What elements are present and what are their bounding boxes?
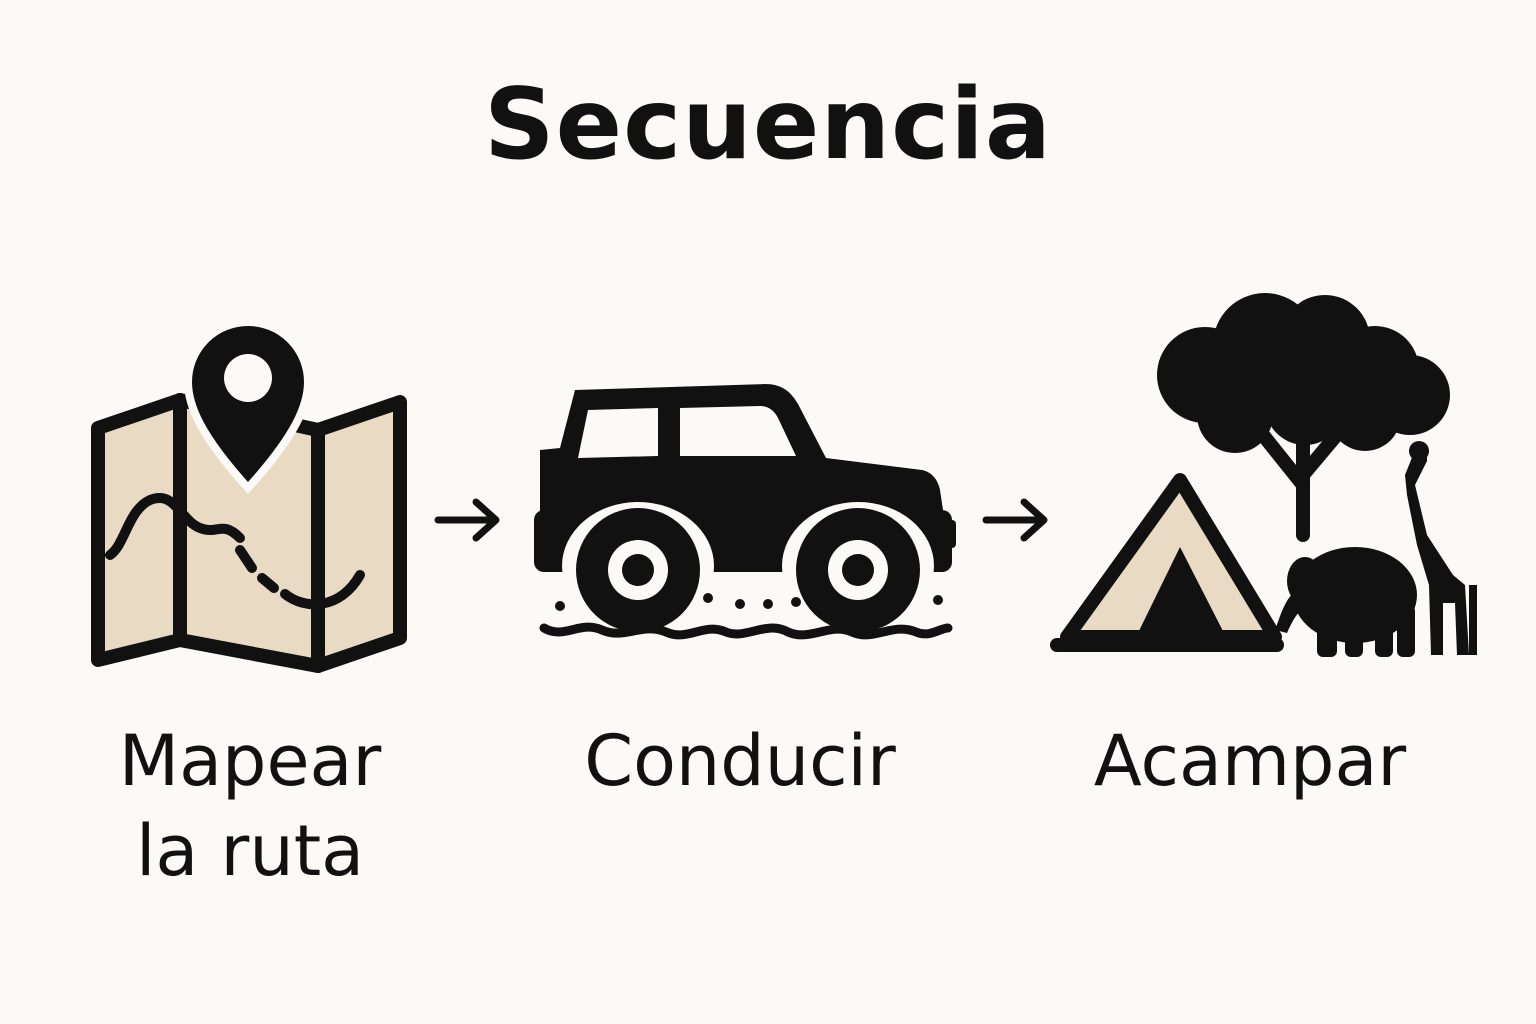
arrow-right-icon (434, 498, 500, 542)
step-label-line: Conducir (584, 720, 896, 802)
step-label-map: Mapear la ruta (80, 716, 420, 896)
map-pin-icon (91, 318, 407, 673)
tent-safari-icon (1050, 293, 1477, 657)
jeep-icon (534, 384, 956, 640)
step-label-camp: Acampar (1060, 716, 1440, 806)
step-label-line: la ruta (135, 810, 365, 892)
step-label-drive: Conducir (540, 716, 940, 806)
arrow-right-icon (982, 498, 1048, 542)
step-label-line: Acampar (1093, 720, 1407, 802)
diagram-title: Secuencia (484, 68, 1052, 182)
step-label-line: Mapear (118, 720, 382, 802)
